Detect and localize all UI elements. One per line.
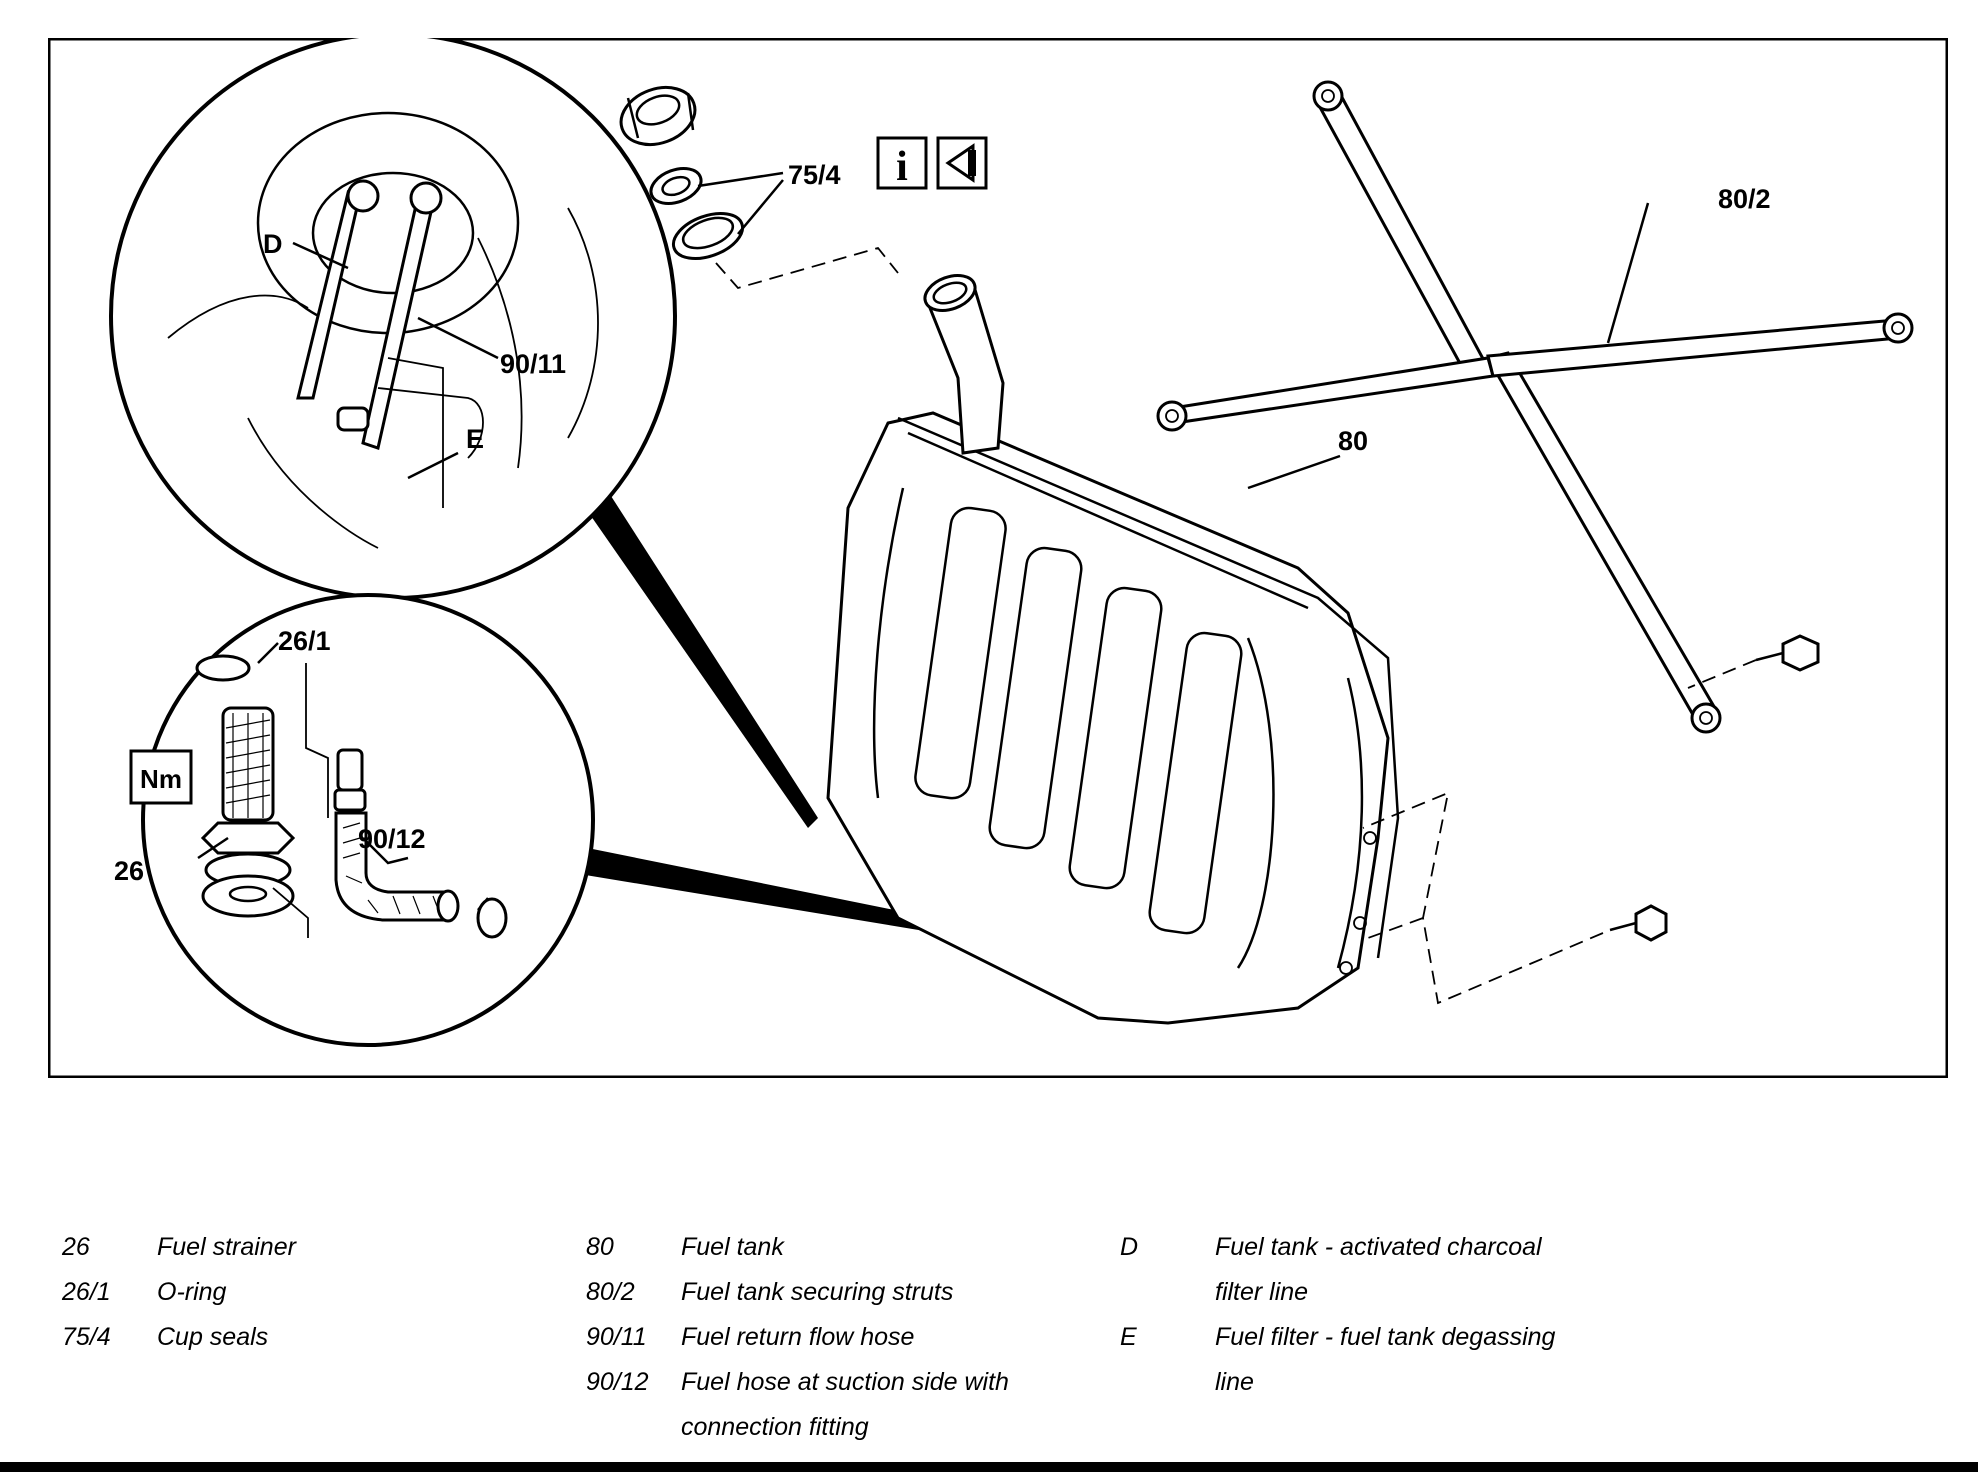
legend-number: 26/1 [62, 1278, 111, 1306]
legend-row: 26/1 O-ring [62, 1270, 487, 1315]
legend-description: Fuel strainer [157, 1233, 296, 1261]
legend-row: E Fuel filter - fuel tank degassing line [1120, 1315, 1595, 1405]
legend-number: E [1120, 1323, 1137, 1351]
mounting-bolt-lower [1609, 904, 1668, 942]
cup-seals [649, 167, 745, 260]
callout-75-4: 75/4 [788, 160, 841, 190]
nm-torque-label: Nm [140, 764, 182, 794]
legend-number: D [1120, 1233, 1139, 1261]
fuel-tank [826, 274, 1400, 1025]
magnifier-pointer-upper [568, 468, 818, 828]
legend-row: 90/12 Fuel hose at suction side with conn… [586, 1360, 1011, 1450]
legend-number: 80 [586, 1233, 614, 1261]
mounting-bolt-upper [1755, 634, 1820, 672]
info-icon: i [876, 136, 928, 190]
fuel-tank-exploded-diagram: 75/4 i 80/2 80 [48, 38, 1948, 1078]
callout-80: 80 [1338, 426, 1368, 456]
callout-D: D [263, 229, 283, 259]
magnifier-detail-upper [109, 38, 677, 600]
legend-number: 75/4 [62, 1323, 111, 1351]
magnifier-detail-lower: Nm [129, 593, 595, 1047]
securing-struts [1156, 80, 1914, 734]
legend-number: 26 [62, 1233, 90, 1261]
legend-column-2: 80 Fuel tank 80/2 Fuel tank securing strut… [586, 1225, 1011, 1450]
bottom-rule [0, 1462, 1978, 1472]
legend-description: Fuel tank securing struts [681, 1278, 954, 1306]
legend-description: Fuel tank [681, 1233, 784, 1261]
speaker-warning-icon [936, 136, 988, 190]
legend-description: Fuel tank - activated charcoal filter li… [1215, 1233, 1542, 1306]
callout-26-1: 26/1 [278, 626, 331, 656]
filler-cap [619, 85, 697, 147]
legend-description: Cup seals [157, 1323, 269, 1351]
diagram-frame [48, 38, 1948, 1078]
legend-number: 90/11 [586, 1323, 647, 1351]
info-icon-glyph: i [896, 144, 908, 190]
legend-column-3: D Fuel tank - activated charcoal filter l… [1120, 1225, 1595, 1405]
parts-legend: 26 Fuel strainer 26/1 O-ring 75/4 Cup seals… [48, 1225, 1928, 1441]
legend-number: 80/2 [586, 1278, 635, 1306]
legend-description: Fuel filter - fuel tank degassing line [1215, 1323, 1556, 1396]
callout-80-2: 80/2 [1718, 184, 1771, 214]
legend-number: 90/12 [586, 1368, 649, 1396]
legend-row: 90/11 Fuel return flow hose [586, 1315, 1011, 1360]
legend-row: 75/4 Cup seals [62, 1315, 487, 1360]
legend-column-1: 26 Fuel strainer 26/1 O-ring 75/4 Cup seals [62, 1225, 487, 1360]
o-ring [195, 654, 251, 682]
callout-90-11: 90/11 [500, 349, 566, 379]
legend-description: Fuel hose at suction side with connectio… [681, 1368, 1009, 1441]
callout-E: E [466, 424, 484, 454]
fuel-strainer [200, 706, 296, 918]
legend-description: Fuel return flow hose [681, 1323, 915, 1351]
nm-torque-icon: Nm [129, 749, 193, 805]
callout-90-12: 90/12 [358, 824, 426, 854]
legend-row: D Fuel tank - activated charcoal filter l… [1120, 1225, 1595, 1315]
callout-26: 26 [114, 856, 144, 886]
legend-description: O-ring [157, 1278, 227, 1306]
legend-row: 26 Fuel strainer [62, 1225, 487, 1270]
legend-row: 80 Fuel tank [586, 1225, 1011, 1270]
legend-row: 80/2 Fuel tank securing struts [586, 1270, 1011, 1315]
